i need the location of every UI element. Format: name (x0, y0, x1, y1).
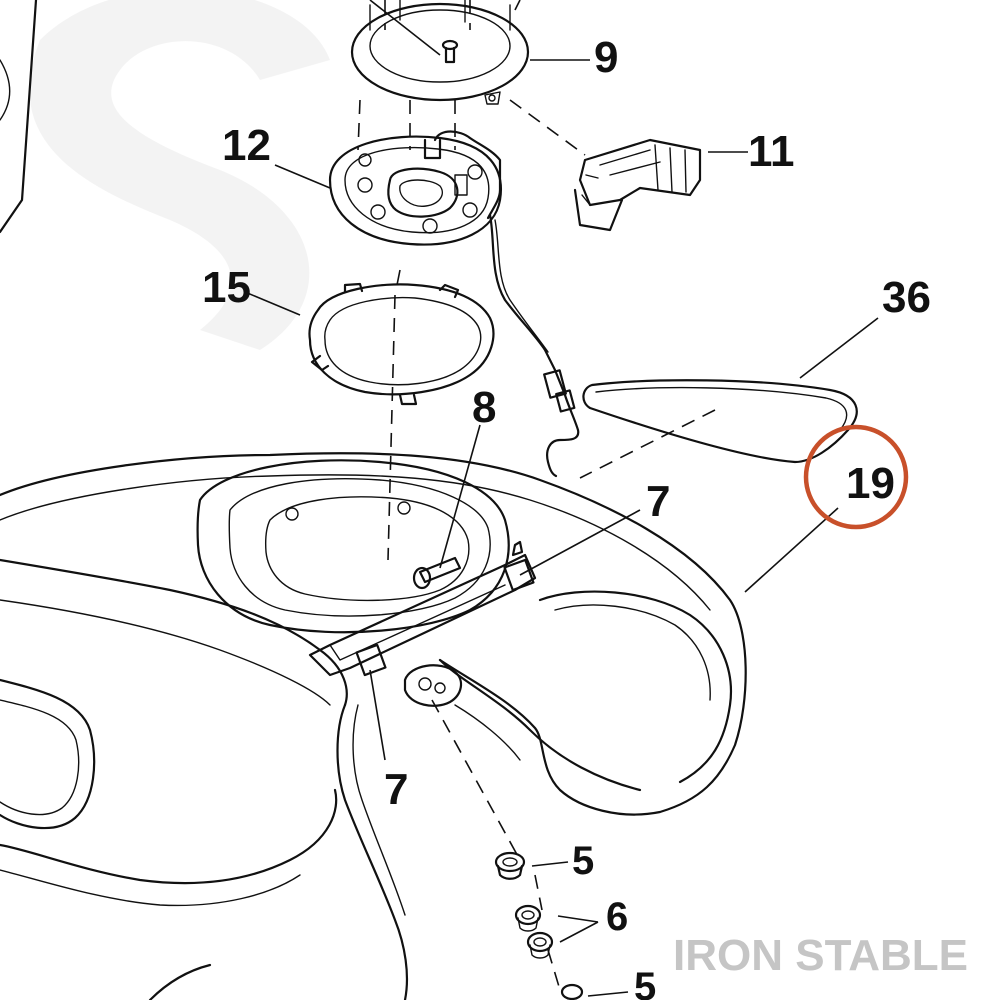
background-watermark (29, 0, 330, 350)
callout-labels: 9 11 12 15 36 8 19 7 7 5 6 5 (202, 33, 931, 1000)
screw (441, 39, 459, 64)
assembly-lines (357, 0, 716, 991)
grommet-6-lower (526, 931, 554, 959)
callout-9: 9 (594, 33, 618, 82)
part-36-pad (582, 379, 858, 464)
callout-5-top: 5 (572, 839, 594, 883)
callout-7-right: 7 (646, 477, 670, 526)
brand-watermark: IRON STABLE (673, 931, 968, 980)
part-11-sender (573, 138, 702, 232)
callout-19: 19 (846, 459, 895, 508)
callout-15: 15 (202, 263, 251, 312)
grommet-5-bottom (560, 983, 584, 1000)
left-frame (0, 0, 38, 234)
wire-harness (488, 213, 580, 478)
callout-36: 36 (882, 273, 931, 322)
fuel-tank (0, 452, 747, 1000)
part-12-pump-plate (328, 130, 502, 246)
grommet-5-top (494, 851, 526, 880)
callout-12: 12 (222, 121, 271, 170)
callout-6: 6 (606, 895, 628, 939)
callout-11: 11 (748, 127, 795, 176)
callout-8: 8 (472, 383, 496, 432)
part-15-gasket (308, 282, 495, 406)
highlight-circle (803, 424, 909, 530)
part-9-lock-ring (350, 0, 530, 105)
callout-5-bottom: 5 (634, 965, 656, 1000)
grommet-6-upper (514, 904, 542, 932)
callout-7-left: 7 (384, 765, 408, 814)
leader-lines (244, 0, 879, 997)
